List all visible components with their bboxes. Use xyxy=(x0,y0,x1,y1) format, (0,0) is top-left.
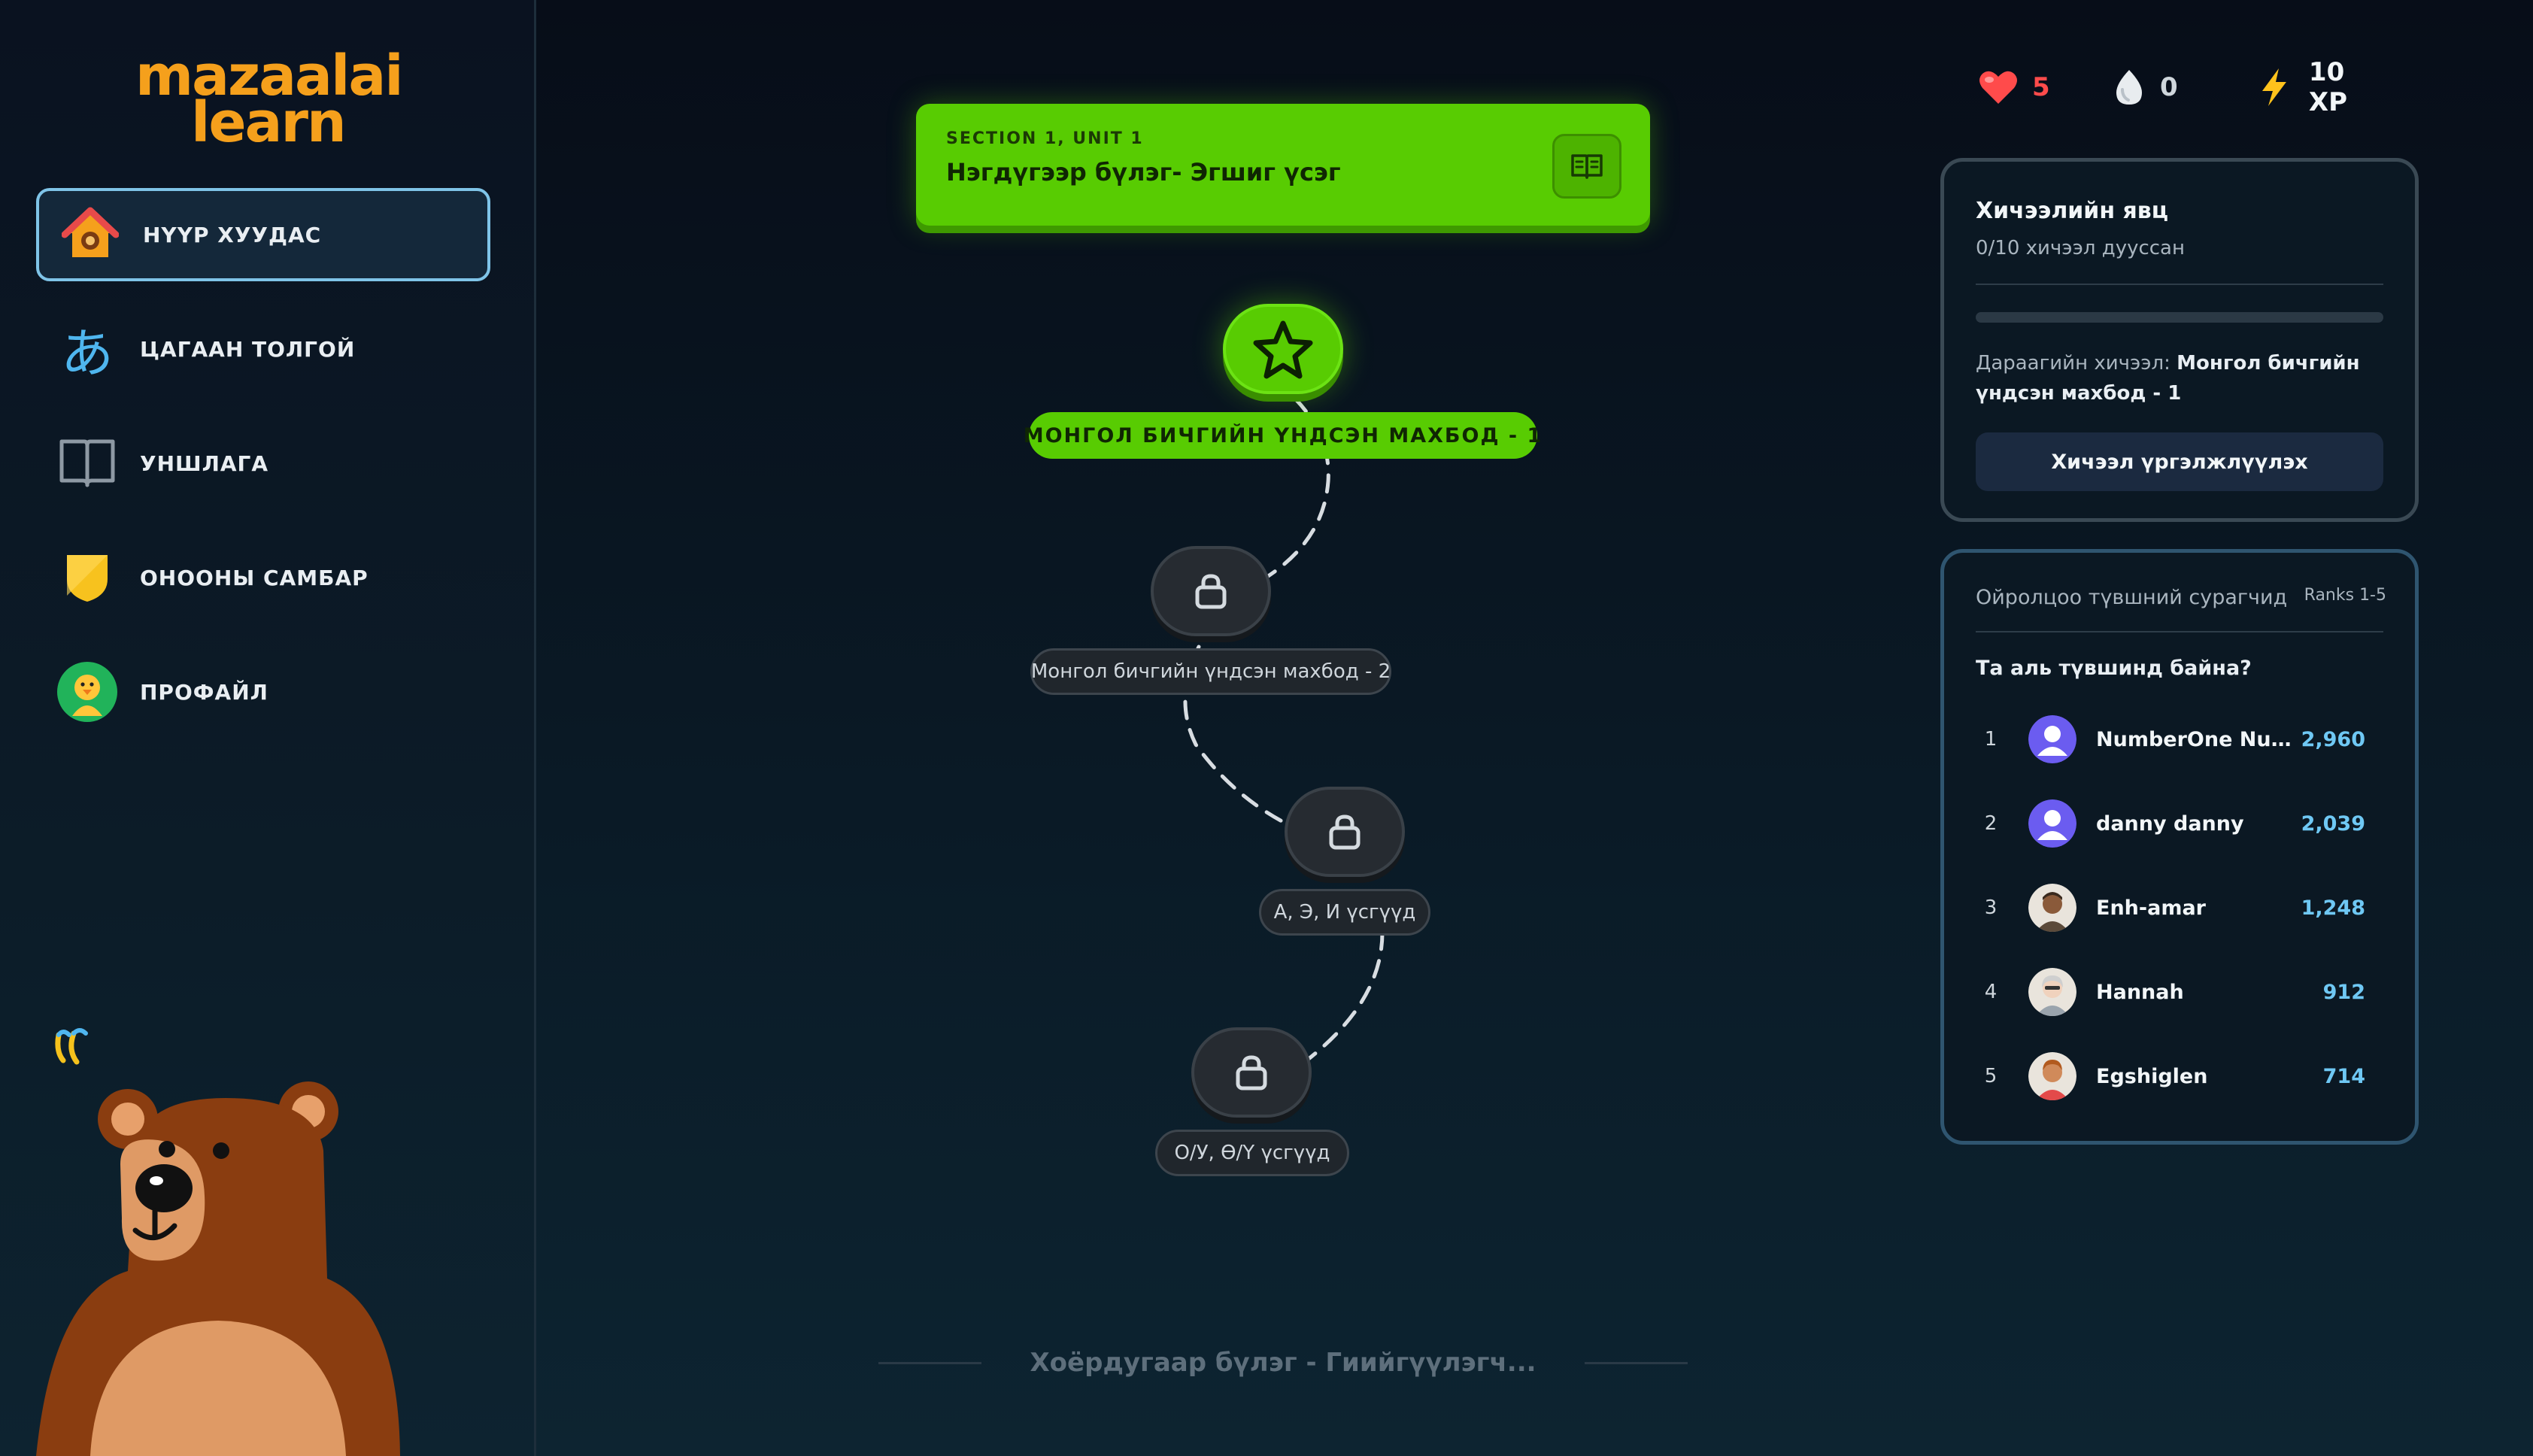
user-name: NumberOne Num... xyxy=(2096,727,2292,751)
logo-line-2: learn xyxy=(191,90,347,155)
sidebar-item-profile[interactable]: ПРОФАЙЛ xyxy=(36,645,490,739)
progress-title: Хичээлийн явц xyxy=(1976,198,2168,224)
next-section-title: Хоёрдугаар бүлэг - Гиийгүүлэгч... xyxy=(1030,1348,1536,1378)
next-lesson-name: Монгол бичгийн үндсэн махбод - 1 xyxy=(1976,352,2360,405)
user-xp: 1,248 xyxy=(2301,896,2365,920)
leaderboard-row[interactable]: 3 Enh-amar 1,248 xyxy=(1976,878,2383,938)
sidebar: mazaalai learn НҮҮР ХУУДАС あ ЦАГААН ТОЛГ… xyxy=(0,0,536,1456)
ranks-label: Ranks 1-5 xyxy=(2304,586,2386,605)
hearts-count: 5 xyxy=(2032,72,2050,102)
lesson-node-1[interactable] xyxy=(1223,304,1343,394)
lock-icon xyxy=(1329,814,1361,850)
user-xp: 2,039 xyxy=(2301,811,2365,836)
gems-count: 0 xyxy=(2160,72,2178,102)
lock-icon xyxy=(1195,574,1227,609)
sidebar-item-leaderboard[interactable]: ОНООНЫ САМБАР xyxy=(36,531,490,624)
next-lesson-prefix: Дараагийн хичээл: xyxy=(1976,352,2170,375)
rank-number: 3 xyxy=(1984,896,1998,919)
bird-icon xyxy=(53,1024,98,1069)
lesson-label-1[interactable]: МОНГОЛ БИЧГИЙН ҮНДСЭН МАХБОД - 1 xyxy=(1024,412,1541,459)
guidebook-button[interactable] xyxy=(1552,134,1621,199)
shield-icon xyxy=(57,548,117,608)
leaderboard-row[interactable]: 1 NumberOne Num... 2,960 xyxy=(1976,709,2383,769)
leaderboard-title: Ойролцоо түвшний сурагчид xyxy=(1976,586,2288,609)
lesson-label-2[interactable]: Монгол бичгийн үндсэн махбод - 2 xyxy=(1030,648,1391,695)
user-xp: 2,960 xyxy=(2301,727,2365,751)
lesson-node-4[interactable] xyxy=(1191,1027,1312,1118)
gems-stat[interactable]: 0 xyxy=(2112,63,2178,111)
progress-bar xyxy=(1976,312,2383,323)
person-avatar-icon xyxy=(2028,968,2076,1016)
unit-title: Нэгдүгээр бүлэг- Эгшиг үсэг xyxy=(946,158,1341,187)
progress-subtitle: 0/10 хичээл дууссан xyxy=(1976,237,2185,259)
leaderboard-row[interactable]: 4 Hannah 912 xyxy=(1976,962,2383,1022)
logo-line-1: mazaalai xyxy=(135,44,404,108)
lesson-progress-panel: Хичээлийн явц 0/10 хичээл дууссан Дарааг… xyxy=(1940,158,2419,522)
sidebar-item-label: УНШЛАГА xyxy=(140,450,269,476)
hearts-stat[interactable]: 5 xyxy=(1978,63,2050,111)
user-name: Egshiglen xyxy=(2096,1064,2208,1088)
default-avatar-icon xyxy=(2028,799,2076,848)
rank-number: 1 xyxy=(1984,728,1998,751)
book-icon xyxy=(57,433,117,493)
drop-icon xyxy=(2116,70,2142,105)
continue-lesson-button[interactable]: Хичээл үргэлжлүүлэх xyxy=(1976,432,2383,491)
sidebar-item-label: ПРОФАЙЛ xyxy=(140,679,268,705)
divider-line xyxy=(1584,1361,1688,1364)
hiragana-icon: あ xyxy=(61,322,114,384)
lesson-label-4[interactable]: О/У, Ө/Ү үсгүүд xyxy=(1155,1130,1349,1176)
sidebar-item-alphabet[interactable]: あ ЦАГААН ТОЛГОЙ xyxy=(36,302,490,396)
next-section-divider: Хоёрдугаар бүлэг - Гиийгүүлэгч... xyxy=(878,1340,1688,1385)
unit-header: SECTION 1, UNIT 1 Нэгдүгээр бүлэг- Эгшиг… xyxy=(916,104,1650,226)
stats-bar: 5 0 10 XP xyxy=(1970,57,2392,117)
lesson-node-2[interactable] xyxy=(1151,546,1271,636)
person-avatar-icon xyxy=(2028,884,2076,932)
default-avatar-icon xyxy=(2028,715,2076,763)
divider xyxy=(1976,284,2383,285)
rank-number: 5 xyxy=(1984,1065,1998,1087)
lesson-label-3[interactable]: А, Э, И үсгүүд xyxy=(1259,889,1430,936)
home-icon xyxy=(60,205,120,265)
unit-section-label: SECTION 1, UNIT 1 xyxy=(946,129,1144,148)
leaderboard-question: Та аль түвшинд байна? xyxy=(1976,657,2252,680)
bear-mascot xyxy=(30,1068,421,1456)
rank-number: 4 xyxy=(1984,981,1998,1003)
sidebar-item-label: ОНООНЫ САМБАР xyxy=(140,565,369,590)
user-xp: 912 xyxy=(2322,980,2365,1004)
user-name: Hannah xyxy=(2096,980,2184,1004)
rank-number: 2 xyxy=(1984,812,1998,835)
heart-icon xyxy=(1979,71,2017,104)
lightning-icon xyxy=(2261,68,2286,106)
sidebar-item-label: ЦАГААН ТОЛГОЙ xyxy=(140,336,356,362)
xp-count: 10 XP xyxy=(2308,57,2348,117)
profile-icon xyxy=(57,662,117,722)
user-xp: 714 xyxy=(2322,1064,2365,1088)
divider-line xyxy=(878,1361,982,1364)
leaderboard-panel: Ойролцоо түвшний сурагчид Ranks 1-5 Та а… xyxy=(1940,549,2419,1145)
next-lesson-text: Дараагийн хичээл: Монгол бичгийн үндсэн … xyxy=(1976,348,2383,408)
guidebook-icon xyxy=(1571,154,1603,179)
user-name: Enh-amar xyxy=(2096,896,2206,920)
leaderboard-row[interactable]: 2 danny danny 2,039 xyxy=(1976,793,2383,854)
star-icon xyxy=(1253,320,1313,379)
divider xyxy=(1976,631,2383,632)
sidebar-item-reading[interactable]: УНШЛАГА xyxy=(36,417,490,510)
lock-icon xyxy=(1236,1055,1267,1090)
leaderboard-row[interactable]: 5 Egshiglen 714 xyxy=(1976,1046,2383,1106)
xp-stat[interactable]: 10 XP xyxy=(2259,57,2392,117)
app-logo[interactable]: mazaalai learn xyxy=(135,44,404,158)
sidebar-item-label: НҮҮР ХУУДАС xyxy=(143,222,322,247)
user-name: danny danny xyxy=(2096,811,2244,836)
lesson-node-3[interactable] xyxy=(1285,787,1405,877)
sidebar-item-home[interactable]: НҮҮР ХУУДАС xyxy=(36,188,490,281)
person-avatar-icon xyxy=(2028,1052,2076,1100)
